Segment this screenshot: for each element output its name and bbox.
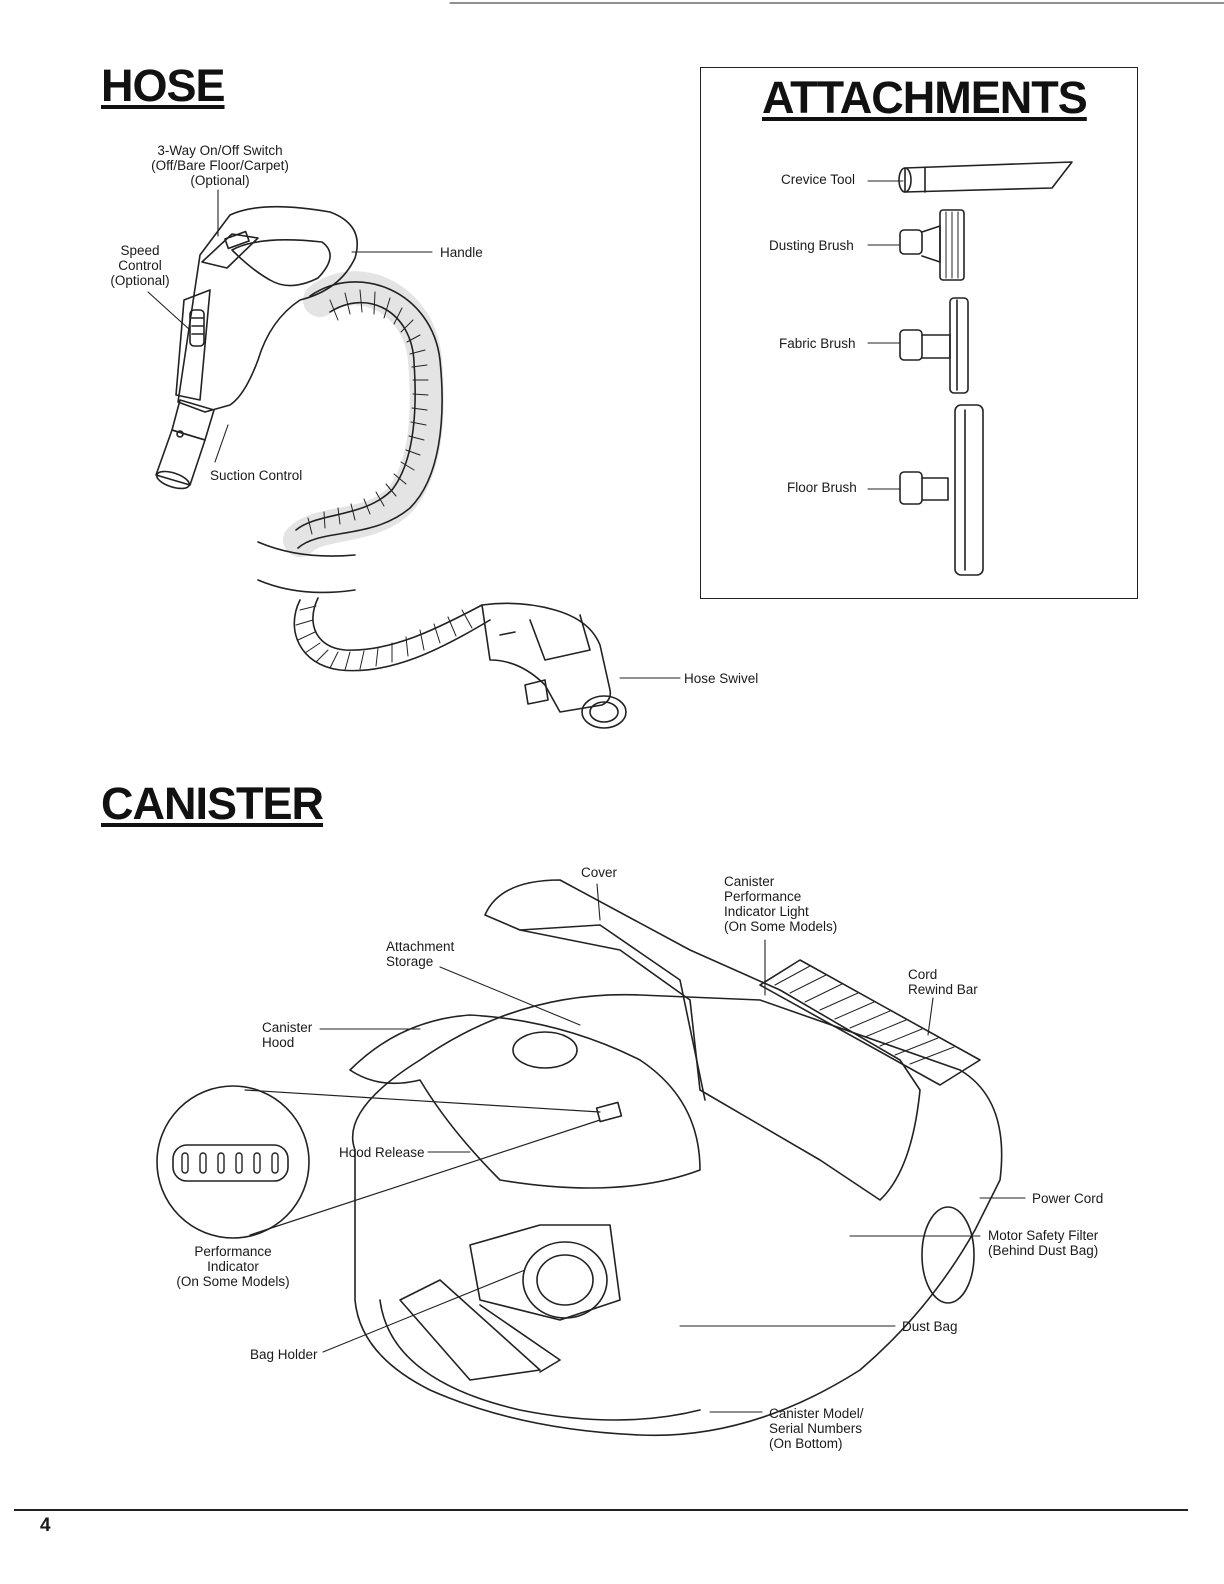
crevice-tool-label: Crevice Tool [781, 172, 856, 187]
floor-brush-label: Floor Brush [787, 480, 857, 495]
cover-label: Cover [581, 865, 618, 880]
handle-label: Handle [440, 245, 483, 260]
performance-indicator-label: Performance Indicator (On Some Models) [176, 1244, 290, 1289]
dusting-brush-label: Dusting Brush [769, 238, 854, 253]
on-off-switch-label: 3-Way On/Off Switch (Off/Bare Floor/Carp… [151, 143, 289, 188]
attachment-storage-label: Attachment Storage [386, 939, 455, 969]
attachment-drawings [898, 161, 1073, 576]
hose-heading: HOSE [101, 60, 226, 111]
power-cord-label: Power Cord [1032, 1191, 1104, 1206]
hose-swivel-label: Hose Swivel [684, 671, 759, 686]
motor-safety-filter-label: Motor Safety Filter (Behind Dust Bag) [988, 1228, 1099, 1258]
indicator-light-label: Canister Performance Indicator Light (On… [724, 874, 838, 934]
fabric-brush-label: Fabric Brush [779, 336, 856, 351]
canister-drawing [156, 879, 1003, 1437]
suction-control-label: Suction Control [210, 468, 303, 483]
leader-lines [147, 180, 1026, 1413]
page-number: 4 [40, 1515, 51, 1536]
attachments-heading: ATTACHMENTS [762, 72, 1088, 123]
attachments-panel [700, 67, 1138, 599]
canister-heading: CANISTER [101, 778, 324, 829]
footer-rule [14, 1509, 1188, 1511]
speed-control-label: Speed Control (Optional) [110, 243, 170, 288]
canister-hood-label: Canister Hood [262, 1020, 313, 1050]
hose-drawing [155, 205, 627, 729]
bag-holder-label: Bag Holder [250, 1347, 318, 1362]
dust-bag-label: Dust Bag [902, 1319, 958, 1334]
hood-release-label: Hood Release [339, 1145, 425, 1160]
cord-rewind-bar-label: Cord Rewind Bar [908, 967, 978, 997]
serial-numbers-label: Canister Model/ Serial Numbers (On Botto… [769, 1406, 864, 1451]
